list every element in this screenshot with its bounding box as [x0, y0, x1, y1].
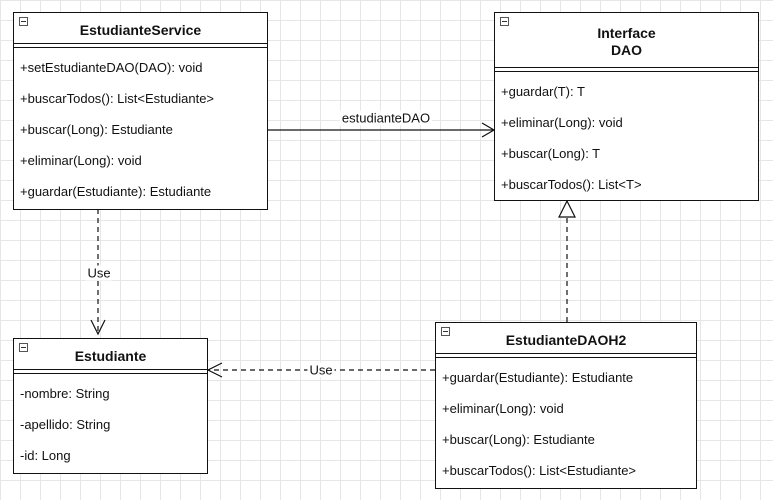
method-item: +setEstudianteDAO(DAO): void: [20, 60, 203, 75]
class-header: EstudianteService: [14, 13, 267, 48]
method-item: +buscarTodos(): List<T>: [501, 177, 642, 192]
class-name: EstudianteService: [79, 21, 202, 38]
realization-triangle: [558, 199, 576, 218]
method-item: +eliminar(Long): void: [442, 401, 564, 416]
attribute-item: -nombre: String: [20, 386, 110, 401]
method-item: +buscarTodos(): List<Estudiante>: [442, 463, 637, 478]
class-header: Interface DAO: [495, 13, 758, 72]
use-dependency-arrowhead-service: [90, 319, 106, 336]
method-item: +guardar(Estudiante): Estudiante: [20, 184, 212, 199]
method-item: +eliminar(Long): void: [20, 153, 142, 168]
collapse-icon[interactable]: [441, 327, 450, 336]
collapse-icon[interactable]: [19, 17, 28, 26]
method-item: +buscar(Long): T: [501, 146, 601, 161]
method-item: +guardar(Estudiante): Estudiante: [442, 370, 634, 385]
collapse-icon[interactable]: [500, 17, 509, 26]
class-stereotype: Interface: [597, 25, 656, 41]
method-item: +eliminar(Long): void: [501, 115, 623, 130]
use-label-daoh2: Use: [307, 362, 335, 378]
method-item: +buscarTodos(): List<Estudiante>: [20, 91, 215, 106]
use-label-service: Use: [85, 265, 113, 281]
class-dao-interface[interactable]: Interface DAO +guardar(T): T +eliminar(L…: [494, 12, 759, 201]
class-estudiante[interactable]: Estudiante -nombre: String -apellido: St…: [13, 338, 208, 474]
attribute-list: -nombre: String -apellido: String -id: L…: [14, 374, 207, 471]
class-estudiante-dao-h2[interactable]: EstudianteDAOH2 +guardar(Estudiante): Es…: [435, 322, 697, 489]
attribute-item: -id: Long: [20, 448, 71, 463]
use-dependency-arrowhead-daoh2: [206, 362, 223, 378]
method-list: +guardar(Estudiante): Estudiante +elimin…: [436, 358, 696, 486]
class-name: EstudianteDAOH2: [505, 331, 627, 348]
association-label: estudianteDAO: [339, 110, 433, 126]
class-header: Estudiante: [14, 339, 207, 374]
class-estudiante-service[interactable]: EstudianteService +setEstudianteDAO(DAO)…: [13, 12, 268, 210]
method-list: +setEstudianteDAO(DAO): void +buscarTodo…: [14, 48, 267, 207]
method-item: +guardar(T): T: [501, 84, 585, 99]
method-item: +buscar(Long): Estudiante: [442, 432, 595, 447]
method-list: +guardar(T): T +eliminar(Long): void +bu…: [495, 72, 758, 200]
method-item: +buscar(Long): Estudiante: [20, 122, 173, 137]
attribute-item: -apellido: String: [20, 417, 111, 432]
class-name: Estudiante: [74, 347, 147, 364]
class-header: EstudianteDAOH2: [436, 323, 696, 358]
collapse-icon[interactable]: [19, 343, 28, 352]
class-name: DAO: [610, 42, 643, 58]
